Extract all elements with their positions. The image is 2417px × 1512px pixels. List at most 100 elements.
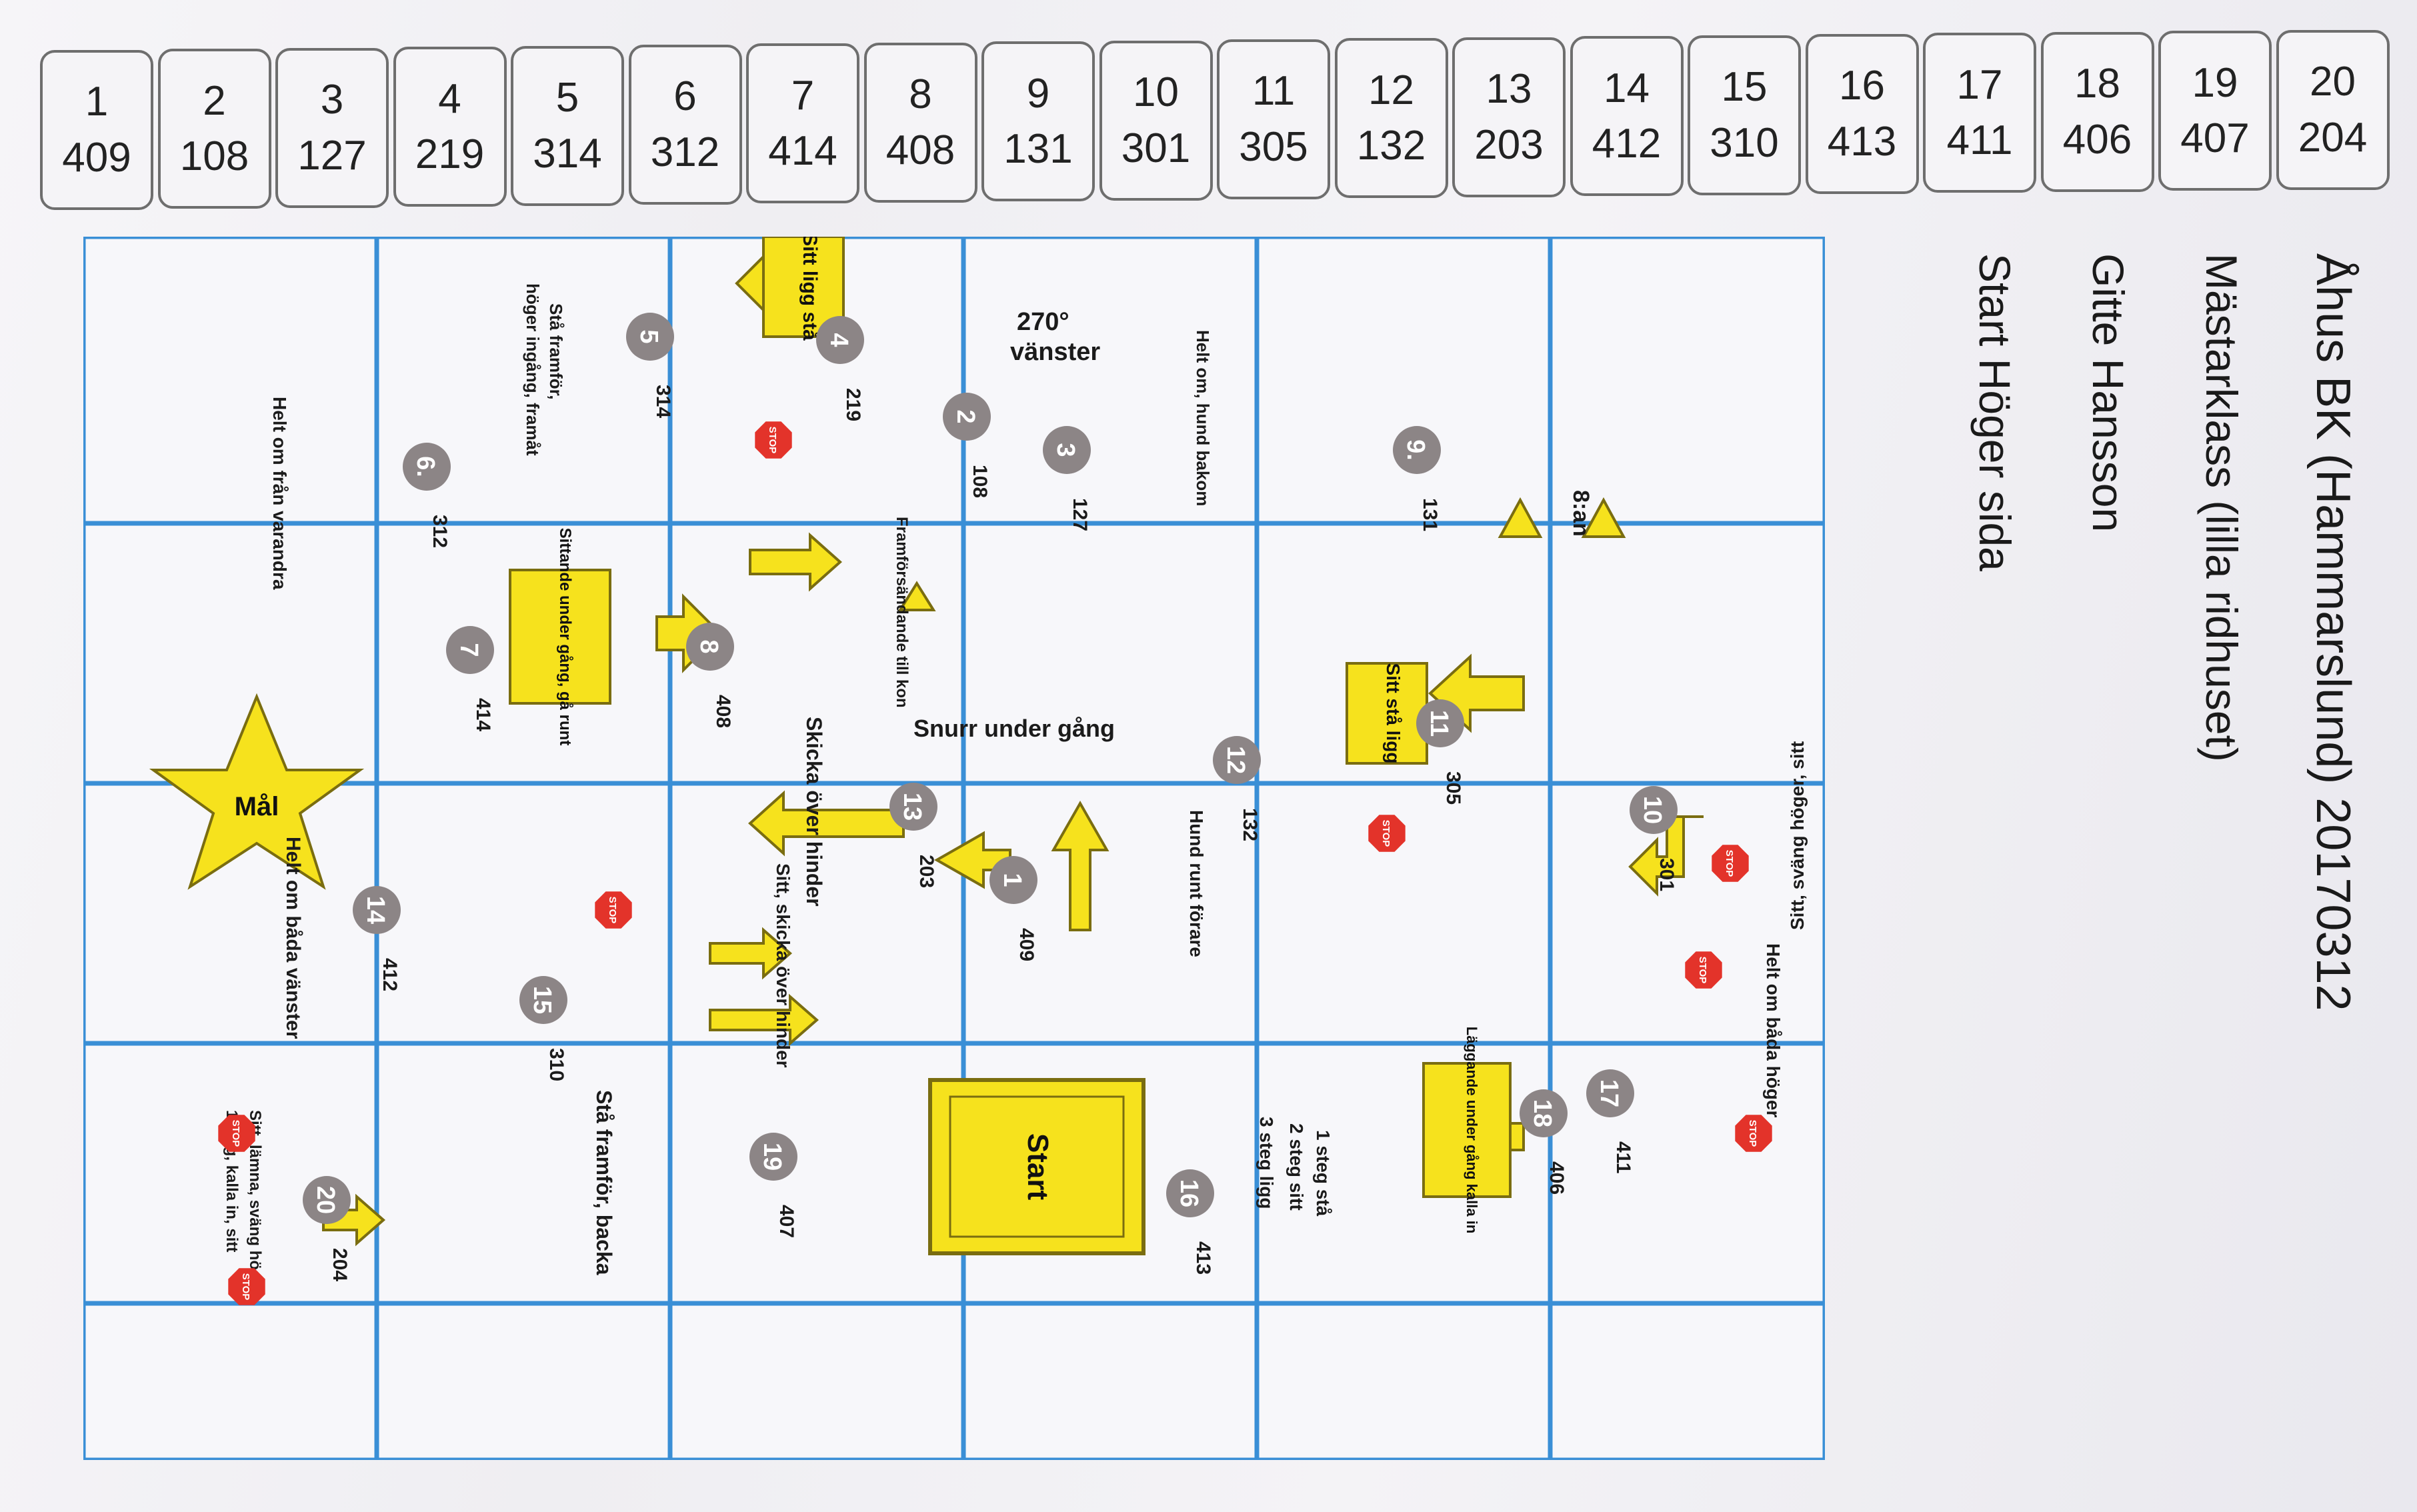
arrow-20 (322, 1193, 386, 1247)
svg-text:Sitt, skicka över hinder: Sitt, skicka över hinder (773, 863, 793, 1068)
legend-station-code: 301 (1121, 125, 1191, 171)
arrow-7 (655, 593, 722, 673)
marker-number: 15 (528, 986, 556, 1014)
marker-20: 20 204 (303, 1176, 351, 1281)
marker-code: 413 (1192, 1241, 1214, 1275)
marker-code: 408 (712, 695, 734, 728)
legend-station-number: 18 (2074, 61, 2120, 107)
legend-station-number: 19 (2192, 59, 2238, 106)
triangle-9b (1581, 497, 1626, 538)
marker-number: 7 (455, 643, 483, 657)
marker-9: 9.131 (1393, 426, 1441, 531)
svg-text:270°: 270° (1017, 308, 1069, 336)
legend-station-code: 312 (650, 129, 720, 175)
box-sittande: Sittande under gång, gå runt (509, 528, 611, 745)
stop-sign-2: STOP (1368, 815, 1406, 852)
goal-star: Mål (149, 693, 365, 890)
stop-label: STOP (607, 897, 618, 924)
legend-station-code: 412 (1592, 121, 1662, 167)
arrow-8 (749, 532, 843, 592)
legend-station-number: 7 (791, 72, 815, 119)
stop-label: STOP (1747, 1120, 1758, 1147)
stop-label: STOP (1697, 957, 1708, 984)
legend-station-code: 314 (533, 130, 602, 177)
legend-station-number: 1 (85, 79, 109, 125)
marker-5: 5 314 (626, 313, 674, 418)
svg-text:3 steg ligg: 3 steg ligg (1256, 1117, 1277, 1209)
marker-number: 17 (1595, 1079, 1623, 1107)
marker-code: 203 (915, 855, 937, 888)
svg-text:Sitt ligg stå: Sitt ligg stå (799, 237, 821, 341)
arrow-13b (748, 790, 905, 857)
marker-code: 301 (1656, 858, 1678, 891)
svg-text:2 steg sitt: 2 steg sitt (1286, 1123, 1307, 1211)
legend-station-number: 6 (673, 73, 697, 120)
marker-code: 314 (652, 385, 674, 418)
marker-code: 312 (429, 515, 451, 548)
triangle-8 (897, 581, 936, 611)
marker-code: 406 (1546, 1161, 1568, 1195)
box-sitt-sta-ligg: Sitt stå ligg (1346, 662, 1428, 765)
marker-number: 4 (825, 333, 853, 347)
legend-station-code: 414 (768, 128, 837, 175)
marker-code: 305 (1442, 771, 1464, 805)
legend-station-number: 15 (1721, 63, 1768, 110)
svg-text:Helt om från varandra: Helt om från varandra (269, 397, 290, 590)
legend-station-code: 108 (179, 133, 249, 180)
arrow-15b (709, 993, 819, 1047)
stop-sign-5: STOP (1735, 1115, 1772, 1152)
svg-text:1 steg stå: 1 steg stå (1313, 1130, 1334, 1217)
svg-text:Helt om, hund bakom: Helt om, hund bakom (1193, 330, 1213, 506)
marker-number: 6. (411, 456, 439, 477)
marker-number: 19 (758, 1143, 786, 1171)
stop-label: STOP (230, 1120, 241, 1147)
marker-2: 2 108 (943, 393, 991, 498)
marker-code: 127 (1069, 498, 1091, 531)
arrow-1 (1051, 800, 1109, 931)
svg-text:Helt om båda vänster: Helt om båda vänster (282, 837, 304, 1039)
marker-number: 20 (311, 1186, 339, 1214)
svg-text:Sitt, sväng höger, sitt: Sitt, sväng höger, sitt (1787, 741, 1808, 930)
start-side: Start Höger sida (1970, 253, 2020, 571)
legend-station-code: 409 (62, 135, 131, 181)
marker-number: 12 (1222, 746, 1250, 774)
stop-sign-3: STOP (595, 891, 632, 929)
legend-station-number: 17 (1956, 61, 2003, 108)
marker-code: 108 (969, 465, 991, 498)
marker-number: 5 (635, 329, 663, 343)
legend-station-number: 9 (1026, 70, 1050, 117)
legend-station-code: 310 (1710, 119, 1779, 166)
stop-sign-4: STOP (1712, 845, 1749, 882)
stop-label: STOP (1724, 850, 1735, 877)
stop-sign-6: STOP (1685, 951, 1722, 989)
marker-code: 411 (1612, 1141, 1634, 1173)
judge-name: Gitte Hansson (2084, 253, 2133, 533)
legend-station-number: 13 (1486, 66, 1532, 113)
marker-code: 310 (545, 1048, 567, 1081)
stop-label: STOP (240, 1273, 251, 1301)
station-markers: 140921083127421953146.312741484089.13110… (303, 313, 1678, 1281)
marker-code: 204 (329, 1248, 351, 1281)
marker-number: 13 (898, 793, 926, 821)
legend-station-code: 408 (885, 127, 955, 173)
marker-number: 9. (1402, 439, 1430, 461)
legend-station-code: 305 (1239, 124, 1308, 170)
marker-number: 2 (951, 409, 979, 423)
box-laggande: Läggande under gång kalla in (1422, 1027, 1512, 1233)
